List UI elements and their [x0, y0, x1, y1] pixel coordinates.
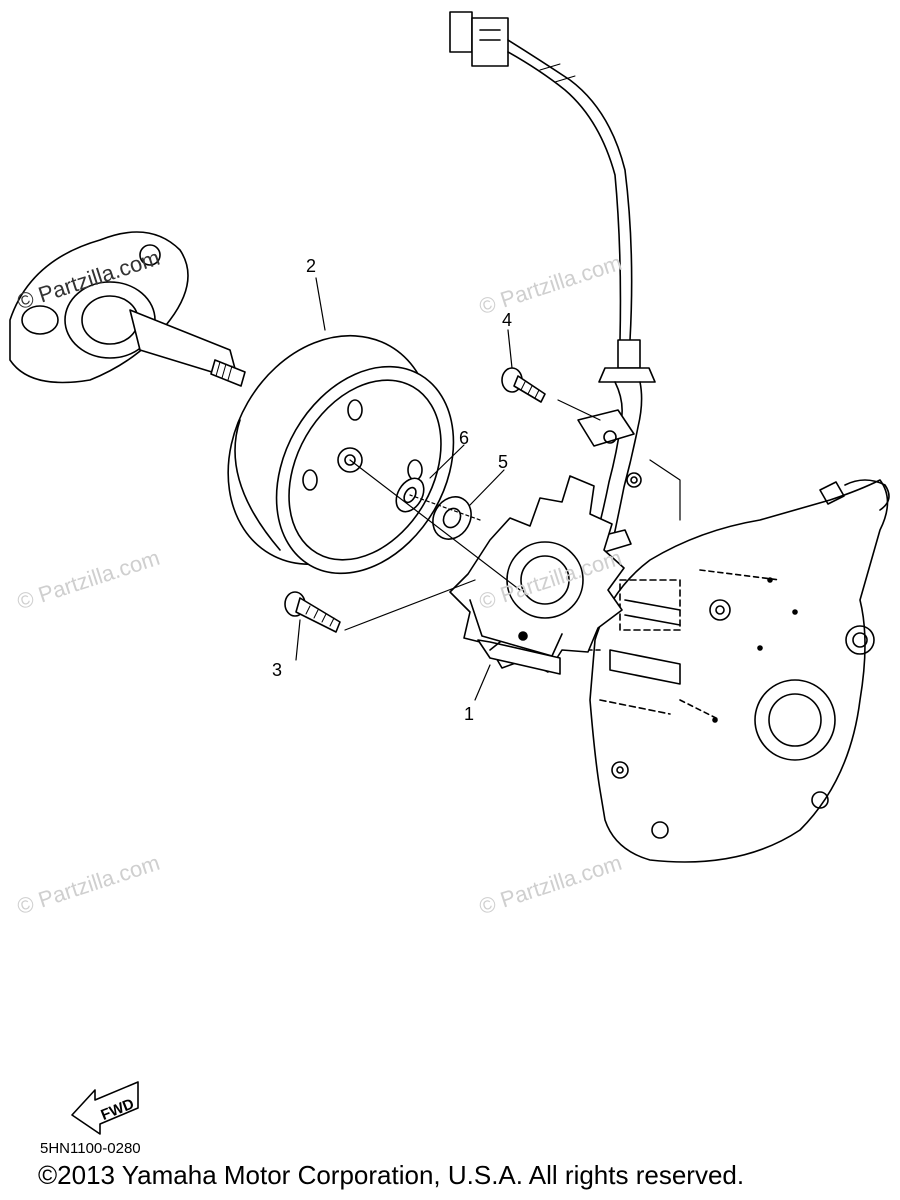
callout-2: 2: [306, 256, 317, 276]
collar-nut: [432, 496, 472, 540]
crankcase-half: [9, 231, 246, 387]
wire-harness: [449, 11, 656, 546]
screw-4: [501, 367, 546, 403]
callout-4: 4: [502, 310, 513, 330]
flywheel-rotor: [227, 334, 455, 575]
callout-6: 6: [459, 428, 470, 448]
stator-coil: [449, 475, 625, 675]
bolt-3: [284, 591, 341, 633]
leader-lines: [295, 277, 681, 701]
callout-5: 5: [498, 452, 509, 472]
callout-3: 3: [272, 660, 283, 680]
crankcase-cover: [579, 479, 890, 863]
diagram-code: 5HN1100-0280: [40, 1140, 141, 1157]
callout-1: 1: [464, 704, 475, 724]
fwd-arrow-icon: FWD: [71, 1081, 139, 1135]
copyright-notice: ©2013 Yamaha Motor Corporation, U.S.A. A…: [38, 1160, 745, 1190]
